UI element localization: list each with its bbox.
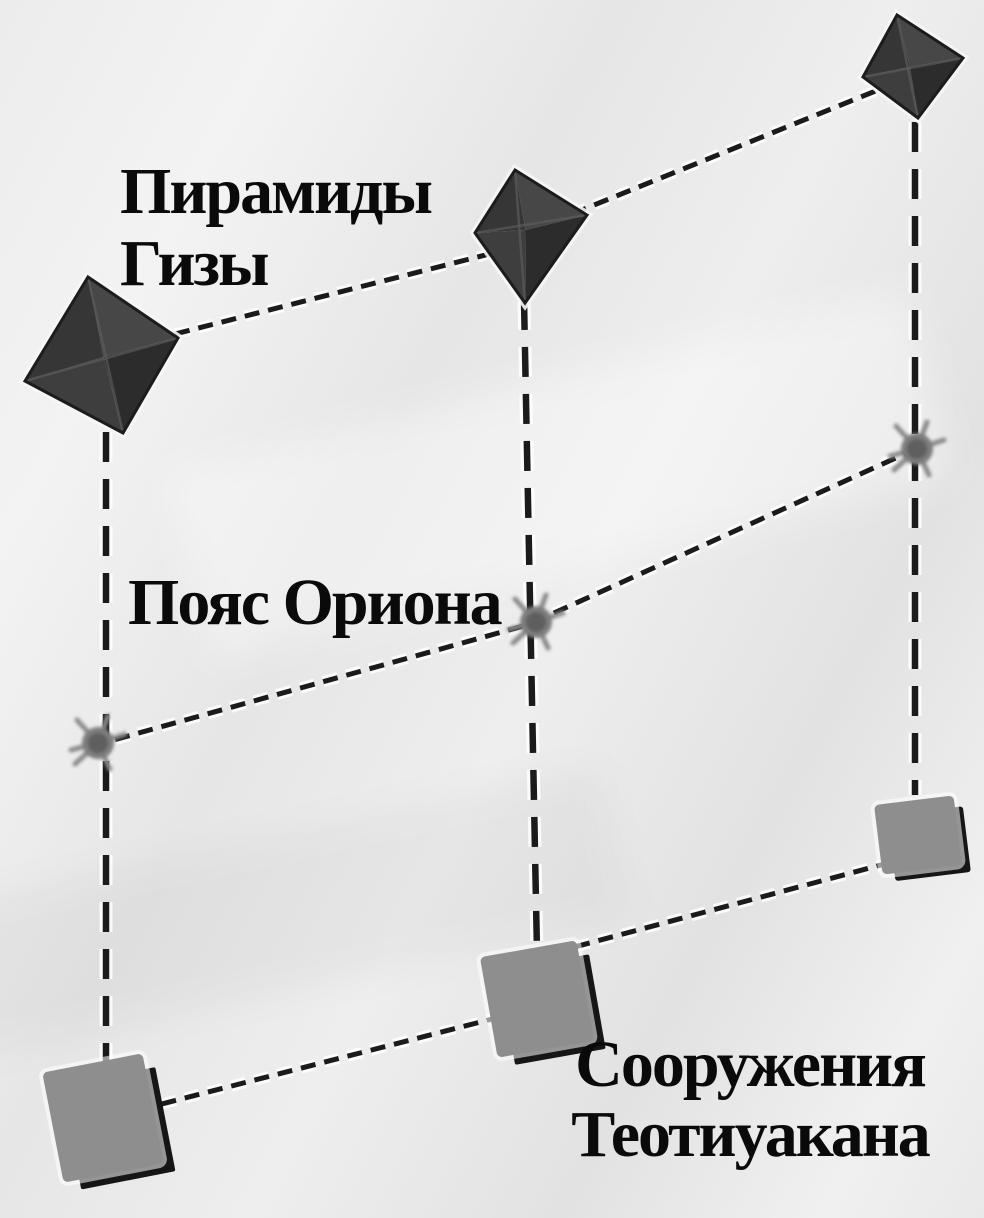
star-icon-middle <box>506 592 566 651</box>
giza-row-dashed-line-left <box>173 244 507 340</box>
giza-row-dashed-line-right <box>569 84 881 220</box>
teotihuacan-label-line2: Теотиуакана <box>571 1098 931 1171</box>
teotihuacan-row-dashed-line-right <box>550 856 894 959</box>
pyramid-icon-left <box>18 270 184 440</box>
orion-label-text: Пояс Ориона <box>128 566 503 639</box>
giza-label-line1: Пирамиды <box>120 155 433 228</box>
pyramid-icon-middle <box>469 163 594 311</box>
teotihuacan-label: Сооружения Теотиуакана <box>555 1030 945 1170</box>
orion-label: Пояс Ориона <box>128 566 503 639</box>
giza-label-line2: Гизы <box>120 227 270 300</box>
structure-icon-right <box>874 795 962 875</box>
orion-row-dashed-line-right <box>529 441 923 629</box>
teotihuacan-label-line1: Сооружения <box>575 1028 927 1101</box>
giza-label: Пирамиды Гизы <box>120 155 433 300</box>
star-icon-right <box>887 419 947 478</box>
star-icon-left <box>68 713 128 772</box>
teotihuacan-row-dashed-line-left <box>113 1002 537 1122</box>
structure-icon-left <box>42 1053 164 1183</box>
orion-row-dashed-line-left <box>90 614 547 752</box>
vertical-dashed-line-middle <box>517 299 544 953</box>
pyramid-icon-right <box>857 8 970 125</box>
